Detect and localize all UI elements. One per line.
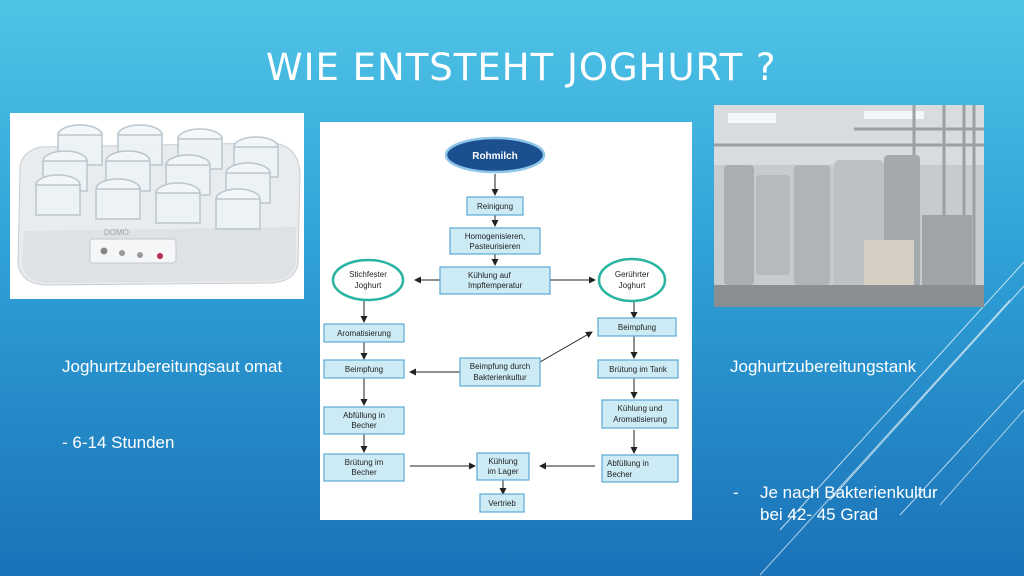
flow-label-abf-l-2: Becher: [351, 421, 377, 430]
flow-node-rohmilch: [444, 136, 546, 174]
yogurt-maker-caption: Joghurtzubereitungsaut omat: [62, 357, 283, 376]
bullet-line-2: bei 42- 45 Grad: [760, 505, 879, 524]
flow-label-lager-1: Kühlung: [488, 457, 517, 466]
flow-label-homog-1: Homogenisieren,: [465, 232, 525, 241]
flow-label-beimpfung-mid-1: Beimpfung durch: [470, 362, 530, 371]
flow-label-ger-2: Joghurt: [619, 281, 646, 290]
flow-node-stichfester: [331, 258, 405, 302]
flow-label-bruet-tank: Brütung im Tank: [609, 365, 668, 374]
production-flowchart: Rohmilch Reinigung Homogenisieren, Paste…: [320, 122, 692, 520]
flow-node-kuehlung-impf: [439, 266, 551, 295]
flow-label-homog-2: Pasteurisieren: [469, 242, 520, 251]
flow-node-bruetung-becher: [323, 453, 405, 482]
flow-label-reinigung: Reinigung: [477, 202, 513, 211]
flow-node-vertrieb: [479, 493, 525, 513]
flow-label-kuehl-1: Kühlung auf: [468, 271, 511, 280]
yogurt-maker-image: DOMO: [10, 113, 304, 299]
flow-node-beimpfung-right: [597, 317, 677, 337]
flow-node-homogenisieren: [449, 227, 541, 255]
flow-label-kuehl-2: Impftemperatur: [468, 281, 523, 290]
yogurt-tank-image: [714, 105, 984, 307]
flow-label-lager-2: im Lager: [487, 467, 518, 476]
flow-label-beimpfung-left: Beimpfung: [345, 365, 383, 374]
flow-label-stich-1: Stichfester: [349, 270, 387, 279]
flow-node-lager: [476, 452, 530, 481]
flow-label-kuehl-arom-2: Aromatisierung: [613, 415, 667, 424]
slide-title: WIE ENTSTEHT JOGHURT ?: [266, 46, 777, 89]
flow-node-aromatisierung: [323, 323, 405, 343]
flow-label-rohmilch: Rohmilch: [472, 151, 518, 162]
bullet-line-1: Je nach Bakterienkultur: [760, 483, 938, 502]
flow-node-beimpfung-left: [323, 359, 405, 379]
flow-label-aromatisierung: Aromatisierung: [337, 329, 391, 338]
flow-label-vertrieb: Vertrieb: [488, 499, 516, 508]
bullet-dash: -: [733, 483, 739, 502]
flow-node-reinigung: [466, 196, 524, 216]
flow-label-ger-1: Gerührter: [615, 270, 650, 279]
flow-label-beimpfung-right: Beimpfung: [618, 323, 656, 332]
flow-node-abfuellung-left: [323, 406, 405, 435]
flow-node-abfuellung-right: [601, 454, 679, 483]
yogurt-maker-duration: - 6-14 Stunden: [62, 433, 175, 452]
flow-label-beimpfung-mid-2: Bakterienkultur: [473, 373, 527, 382]
flow-label-bruet-b-1: Brütung im: [345, 458, 384, 467]
yogurt-tank-caption: Joghurtzubereitungstank: [730, 357, 917, 376]
flow-label-abf-l-1: Abfüllung in: [343, 411, 385, 420]
flow-label-kuehl-arom-1: Kühlung und: [618, 404, 663, 413]
flow-label-stich-2: Joghurt: [355, 281, 382, 290]
brand-label: DOMO: [104, 228, 129, 237]
flow-node-beimpfung-mid: [459, 357, 541, 387]
flow-label-abf-r-2: Becher: [607, 470, 633, 479]
flow-node-geruehrter: [597, 257, 667, 303]
flow-label-abf-r-1: Abfüllung in: [607, 459, 649, 468]
flow-label-bruet-b-2: Becher: [351, 468, 377, 477]
flow-node-bruetung-tank: [597, 359, 679, 379]
flow-node-kuehlung-arom: [601, 399, 679, 429]
